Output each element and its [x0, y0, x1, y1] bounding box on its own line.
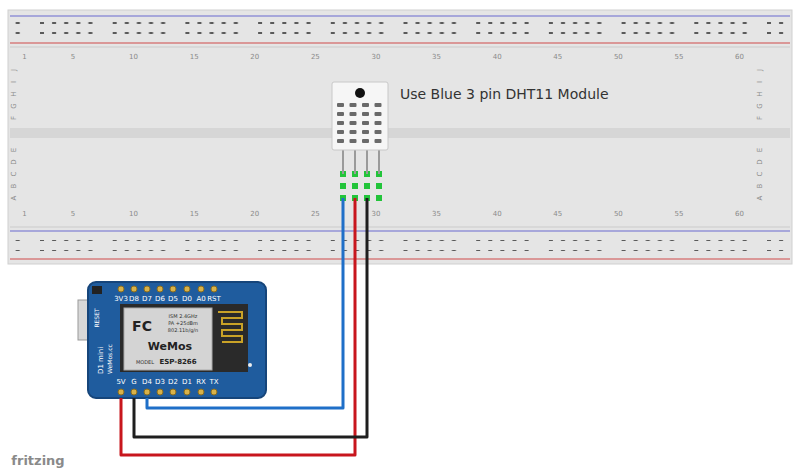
column-number: 60	[735, 211, 744, 218]
row-letter: D	[11, 159, 18, 164]
column-number: 25	[311, 211, 320, 218]
column-number: 35	[432, 54, 441, 61]
sensor-module: Use Blue 3 pin DHT11 Module	[330, 80, 390, 198]
board-name: D1 mini	[98, 347, 105, 374]
column-number: 30	[372, 54, 381, 61]
pin-name: G	[131, 379, 136, 386]
board-name: WeMos.cc	[107, 344, 113, 374]
column-number: 5	[71, 211, 75, 218]
pin-name: D1	[182, 379, 192, 386]
board-marking: MODEL	[136, 360, 154, 365]
row-letter: A	[757, 196, 764, 201]
pin-name: D0	[182, 296, 192, 303]
signal-wire	[147, 198, 343, 408]
board-marking: ISM 2.4GHz	[169, 314, 198, 319]
row-letter: I	[11, 81, 18, 83]
column-number: 40	[493, 211, 502, 218]
column-number: 20	[250, 54, 259, 61]
row-letter: H	[11, 91, 18, 96]
row-letter: C	[757, 172, 764, 177]
pin-name: D7	[142, 296, 152, 303]
column-number: 15	[190, 54, 199, 61]
row-letter: B	[757, 184, 764, 189]
row-letter: G	[757, 103, 764, 108]
row-letter: H	[757, 91, 764, 96]
column-number: 10	[129, 54, 138, 61]
pin-name: D2	[168, 379, 178, 386]
pin-name: D5	[168, 296, 178, 303]
row-letter: G	[11, 103, 18, 108]
power-wire	[121, 198, 355, 455]
pin-name: D4	[142, 379, 152, 386]
row-letter: B	[11, 184, 18, 189]
column-number: 45	[553, 211, 562, 218]
board-marking: 802.11b/g/n	[168, 328, 198, 333]
watermark: fritzing	[11, 454, 64, 467]
board-marking: PA +25dBm	[168, 321, 198, 326]
pin-name: TX	[209, 379, 218, 386]
column-number: 15	[190, 211, 199, 218]
column-number: 50	[614, 54, 623, 61]
row-letter: J	[757, 69, 764, 71]
column-number: 20	[250, 211, 259, 218]
board-marking: WeMos	[148, 341, 192, 352]
column-number: 35	[432, 211, 441, 218]
column-number: 50	[614, 211, 623, 218]
row-letter: E	[11, 148, 18, 152]
row-letter: F	[757, 116, 764, 120]
ground-wire	[134, 198, 367, 437]
column-number: 40	[493, 54, 502, 61]
module-label: Use Blue 3 pin DHT11 Module	[398, 86, 611, 102]
row-letter: J	[11, 69, 18, 71]
row-letter: C	[11, 172, 18, 177]
pin-name: D6	[155, 296, 165, 303]
pin-name: D8	[129, 296, 139, 303]
column-number: 10	[129, 211, 138, 218]
pin-name: RST	[207, 296, 221, 303]
column-number: 30	[372, 211, 381, 218]
pin-name: 5V	[116, 379, 125, 386]
pin-name: RX	[196, 379, 206, 386]
board-marking: ESP-8266	[159, 359, 196, 366]
column-number: 25	[311, 54, 320, 61]
row-letter: D	[757, 159, 764, 164]
board-marking: FC	[132, 319, 152, 333]
pin-name: 3V3	[114, 296, 128, 303]
row-letter: E	[757, 148, 764, 152]
column-number: 1	[22, 211, 26, 218]
pin-name: D3	[155, 379, 165, 386]
column-number: 45	[553, 54, 562, 61]
row-letter: F	[11, 116, 18, 120]
pin-name: A0	[196, 296, 205, 303]
column-number: 60	[735, 54, 744, 61]
column-number: 55	[675, 54, 684, 61]
column-number: 1	[22, 54, 26, 61]
column-number: 5	[71, 54, 75, 61]
wemos-board: D1 miniWeMos.cc	[88, 282, 266, 398]
row-letter: A	[11, 196, 18, 201]
column-number: 55	[675, 211, 684, 218]
row-letter: I	[757, 81, 764, 83]
board-marking: RESET	[94, 308, 100, 327]
